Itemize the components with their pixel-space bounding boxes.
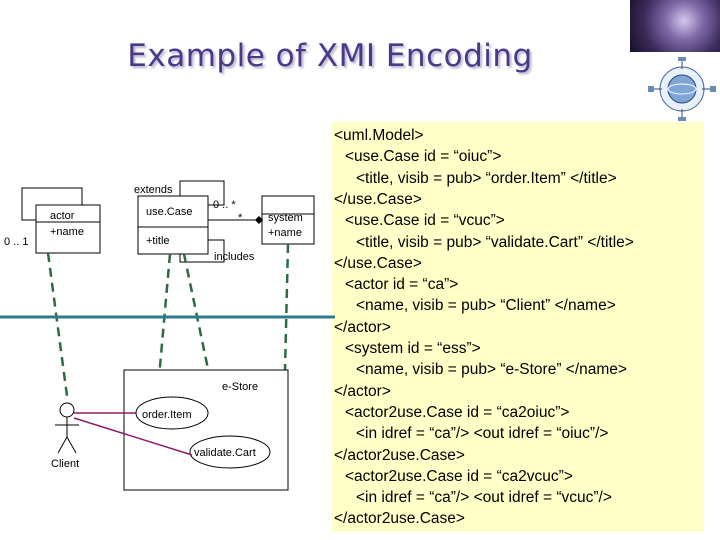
code-line: <actor2use.Case id = “ca2oiuc”> [345,403,570,421]
usecase-multiplicity: 0 .. * [213,199,236,211]
extends-association [179,180,225,206]
code-line: <use.Case id = “vcuc”> [345,212,505,230]
system-class-box [261,195,315,245]
usecase-class-box [137,195,209,255]
composition-diamond-icon [255,216,263,224]
code-line: <name, visib = pub> “e-Store” </name> [356,361,627,379]
includes-association [179,239,225,263]
system-class-attr: +name [268,227,302,239]
globe-logo-icon [648,57,716,121]
system-class-name: system [268,212,303,224]
client-actor-icon [55,402,79,454]
client-label: Client [51,458,80,470]
validatecart-label: validate.Cart [194,447,256,459]
code-line: </actor> [334,382,391,400]
extends-label: extends [134,184,173,196]
actor-multiplicity: 0 .. 1 [4,236,29,248]
actor-self-association [21,187,83,221]
code-line: </actor2use.Case> [334,446,465,464]
decorative-photo [630,0,720,52]
usecase-class-name: use.Case [146,206,193,218]
code-line: <uml.Model> [334,127,424,144]
client-validatecart-association [73,417,193,456]
estore-system-boundary [123,369,289,491]
orderitem-label: order.Item [142,409,192,421]
includes-label: includes [214,251,255,263]
code-line: <system id = “ess”> [345,340,481,357]
actor-class-box [35,204,101,254]
code-line: <in idref = “ca”/> <out idref = “oiuc”/> [356,425,609,443]
code-line: <actor id = “ca”> [345,276,459,294]
code-line: <use.Case id = “oiuc”> [345,148,502,166]
code-line: <name, visib = pub> “Client” </name> [356,297,616,315]
instance-line-estore [283,243,290,371]
code-line: </use.Case> [334,190,422,208]
code-line: </actor> [334,318,391,336]
instance-line-client [46,252,69,397]
slide-title: Example of XMI Encoding [127,38,533,74]
xmi-code-box [332,122,704,532]
actor-class-name: actor [50,210,75,222]
code-line: <actor2use.Case id = “ca2vcuc”> [345,467,573,485]
system-multiplicity: * [238,212,243,224]
estore-label: e-Store [222,381,259,393]
code-line: </use.Case> [334,254,422,272]
validatecart-usecase [189,435,271,469]
code-line: <title, visib = pub> “validate.Cart” </t… [356,233,634,251]
actor-class-attr: +name [50,226,84,238]
code-line: <in idref = “ca”/> <out idref = “vcuc”/> [356,489,612,507]
usecase-class-attr: +title [146,235,170,247]
uml-diagram [0,180,335,491]
code-line: </actor2use.Case> [334,510,465,528]
code-line: <title, visib = pub> “order.Item” </titl… [356,169,617,187]
